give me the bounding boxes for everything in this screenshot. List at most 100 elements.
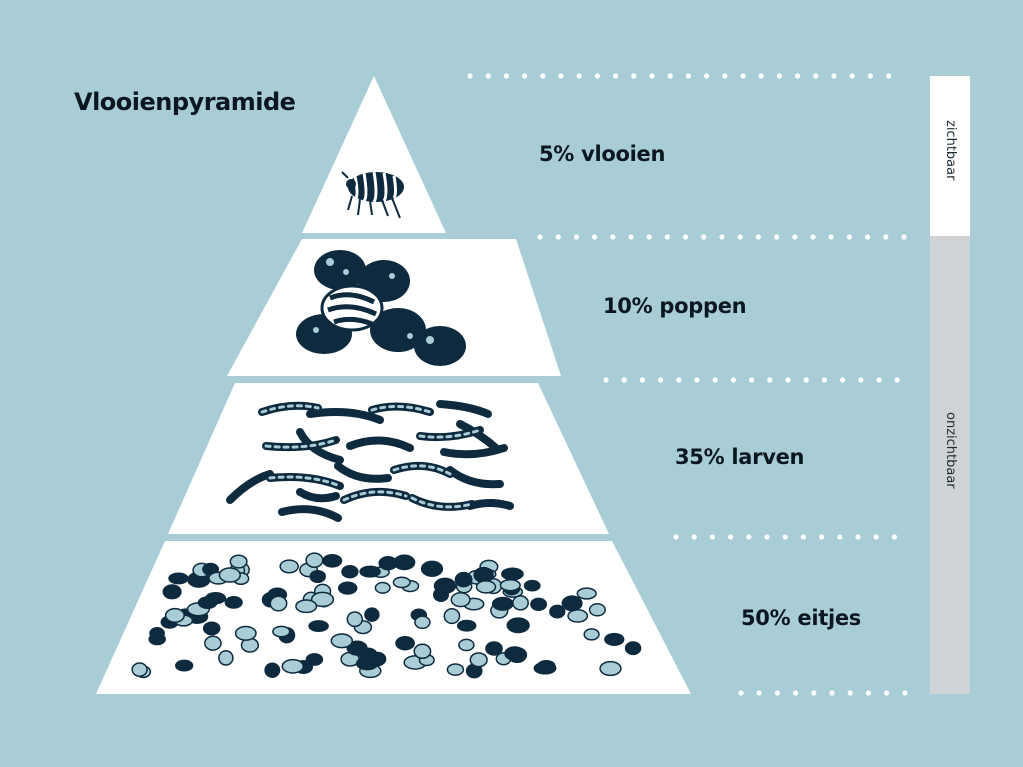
separator-dot: [555, 234, 561, 240]
egg: [305, 552, 324, 569]
separator-dot: [628, 234, 634, 240]
separator-dot: [821, 377, 828, 383]
egg: [378, 556, 398, 571]
separator-dot: [649, 73, 655, 79]
separator-dot: [774, 690, 781, 696]
egg: [295, 599, 318, 614]
egg: [164, 607, 185, 623]
separator-dot: [540, 73, 546, 79]
separator-dot: [803, 377, 809, 383]
egg: [374, 581, 391, 594]
separator-dot: [756, 690, 762, 696]
eggs-icon: [131, 552, 642, 679]
separator-dot: [522, 73, 528, 79]
egg: [205, 591, 227, 605]
separator-dot: [886, 73, 892, 79]
separator-dot: [767, 377, 773, 383]
egg: [395, 635, 415, 651]
egg: [432, 587, 450, 603]
separator-dot: [755, 234, 762, 240]
egg: [305, 653, 324, 666]
separator-dot: [846, 234, 853, 240]
egg: [392, 576, 411, 589]
separator-dot: [639, 377, 646, 383]
egg: [530, 597, 548, 611]
separator-dot: [901, 234, 907, 240]
egg: [523, 579, 541, 592]
egg: [473, 566, 494, 584]
egg: [202, 621, 221, 636]
separator-dot: [858, 377, 864, 383]
separator-dot: [594, 73, 601, 79]
separator-dot: [667, 73, 673, 79]
egg: [218, 650, 234, 666]
diagram-title: Vlooienpyramide: [74, 88, 296, 116]
visible-label: zichtbaar: [943, 120, 958, 181]
egg: [504, 646, 526, 661]
separator-dot: [485, 73, 491, 79]
separator-dot: [701, 234, 707, 240]
separator-dot: [683, 234, 689, 240]
egg: [506, 617, 530, 634]
egg: [561, 595, 583, 612]
egg: [624, 641, 642, 656]
egg: [234, 625, 257, 641]
pupae-icon: [296, 250, 466, 366]
egg: [533, 661, 557, 675]
egg: [346, 611, 364, 628]
egg: [469, 652, 488, 668]
egg: [272, 625, 291, 638]
separator-dot: [694, 377, 700, 383]
egg: [501, 567, 524, 581]
pyramid-tier-larvae: [168, 383, 609, 534]
tier-separator-dots: [467, 73, 908, 696]
separator-dot: [785, 377, 791, 383]
egg: [175, 659, 194, 672]
egg: [269, 595, 288, 612]
egg: [588, 603, 606, 617]
separator-dot: [776, 73, 783, 79]
separator-dot: [728, 534, 734, 540]
separator-dot: [613, 73, 619, 79]
egg: [322, 553, 343, 568]
visible-bar: [930, 76, 970, 236]
egg: [413, 643, 432, 660]
separator-dot: [865, 690, 872, 696]
tier-label-larvae: 35% larven: [675, 445, 805, 469]
egg: [458, 638, 475, 652]
separator-dot: [740, 73, 746, 79]
separator-dot: [792, 234, 798, 240]
egg: [576, 587, 597, 600]
separator-dot: [884, 690, 890, 696]
separator-dot: [610, 234, 616, 240]
egg: [512, 595, 529, 611]
egg: [309, 569, 326, 584]
separator-dot: [664, 234, 671, 240]
egg: [475, 580, 497, 594]
invisible-label: onzichtbaar: [943, 412, 958, 489]
egg: [454, 571, 473, 588]
pyramid-tier-fleas: [302, 76, 446, 233]
separator-dot: [873, 534, 879, 540]
egg: [456, 619, 477, 632]
egg: [218, 567, 241, 583]
separator-dot: [813, 73, 819, 79]
tier-label-pupae: 10% poppen: [603, 294, 747, 318]
separator-dot: [902, 690, 908, 696]
separator-dot: [704, 73, 710, 79]
separator-dot: [795, 73, 801, 79]
egg: [310, 591, 335, 608]
separator-dot: [676, 377, 682, 383]
egg: [359, 565, 381, 578]
egg: [485, 641, 503, 656]
separator-dot: [722, 73, 728, 79]
separator-dot: [883, 234, 889, 240]
separator-dot: [730, 377, 737, 383]
egg: [308, 620, 329, 633]
pyramid-tier-pupae: [227, 239, 561, 376]
separator-dot: [837, 534, 843, 540]
separator-dot: [855, 534, 861, 540]
egg: [224, 596, 243, 609]
egg: [281, 658, 305, 674]
